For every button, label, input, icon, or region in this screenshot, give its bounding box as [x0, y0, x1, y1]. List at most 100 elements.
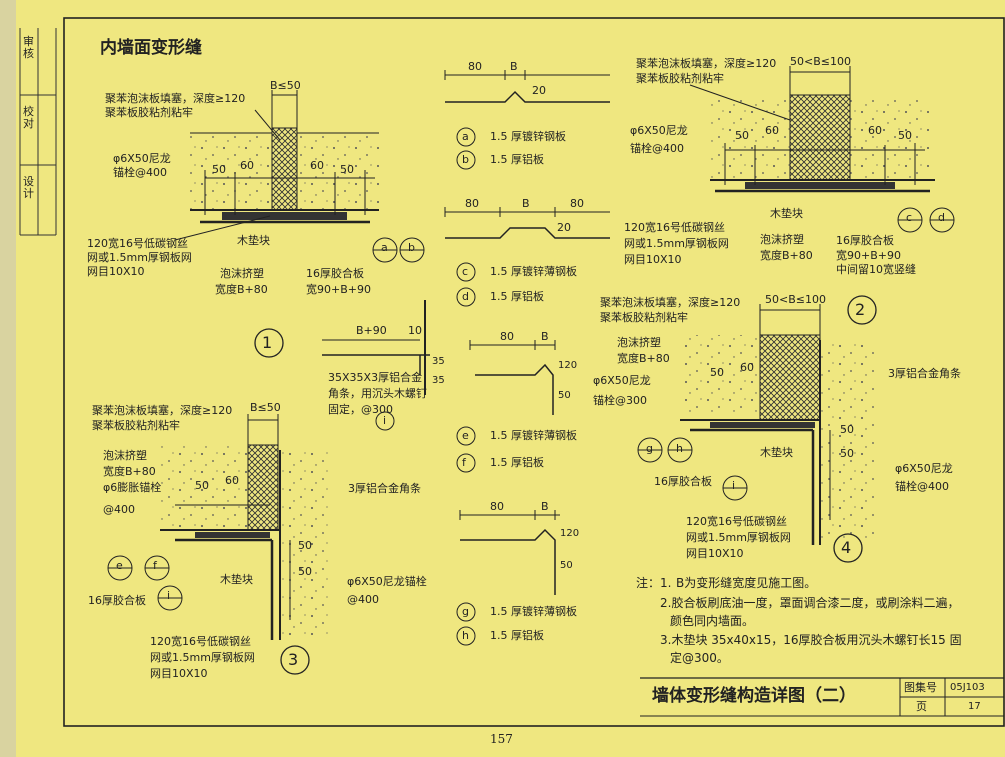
profile-ef-drawing [456, 340, 556, 473]
d1-dim-gap: B≤50 [270, 79, 301, 92]
d3-angle: 3厚铝合金角条 [348, 482, 421, 495]
pi-dim4: 35 [432, 375, 445, 386]
d2-board: 16厚胶合板 [836, 234, 894, 247]
note-3: 3.木垫块 35x40x15，16厚胶合板用沉头木螺钉长15 固 [660, 633, 962, 647]
profile-gh-drawing [456, 510, 560, 646]
d4-ref-i: i [732, 479, 736, 492]
side-label-check: 校对 [23, 105, 34, 130]
d2-foam: 泡沫挤塑 [760, 233, 804, 246]
pgh-dim1: 80 [490, 500, 504, 513]
page-number: 157 [490, 732, 513, 746]
pef-ref-f: f [462, 456, 466, 469]
d4-callout2: 聚苯板胶粘剂粘牢 [600, 311, 688, 324]
d4-angle: 3厚铝合金角条 [888, 367, 961, 380]
d2-mesh: 120宽16号低碳钢丝 [624, 221, 725, 234]
d2-wood: 木垫块 [770, 207, 803, 220]
pcd-dim4: 20 [557, 221, 571, 234]
d4-board: 16厚胶合板 [654, 475, 712, 488]
d1-dim-50a: 50 [212, 163, 226, 176]
pab-dim2: B [510, 60, 518, 73]
d1-anchor: φ6X50尼龙 [113, 152, 171, 165]
detail-4-drawing [637, 304, 875, 563]
d4-wood: 木垫块 [760, 446, 793, 459]
d2-dim-50a: 50 [735, 129, 749, 142]
d3-foam: 泡沫挤塑 [103, 449, 147, 462]
d1-dim-60a: 60 [240, 159, 254, 172]
pi-ref: i [383, 414, 387, 427]
profile-ab-drawing [444, 70, 610, 170]
d1-callout: 聚苯泡沫板填塞，深度≥120 [105, 92, 246, 105]
note-3b: 定@300。 [670, 651, 729, 665]
d1-anchor2: 锚栓@400 [113, 166, 167, 179]
d3-wood: 木垫块 [220, 573, 253, 586]
side-label-design: 设计 [23, 175, 34, 200]
pef-ref-e: e [462, 429, 469, 442]
d3-mesh: 120宽16号低碳钢丝 [150, 635, 251, 648]
pab-dim3: 20 [532, 84, 546, 97]
pab-ref-a: a [462, 130, 469, 143]
d3-anchor2: @400 [347, 593, 379, 606]
d1-wood: 木垫块 [237, 234, 270, 247]
d1-mesh2: 网或1.5mm厚钢板网 [87, 251, 192, 264]
pab-label-b: 1.5 厚铝板 [490, 153, 544, 166]
drawing-frame [63, 17, 1005, 727]
pgh-dim4: 50 [560, 560, 573, 571]
note-2b: 颜色同内墙面。 [670, 614, 755, 628]
d2-anchor: φ6X50尼龙 [630, 124, 688, 137]
d4-dim-50: 50 [710, 366, 724, 379]
pef-label-e: 1.5 厚镀锌薄钢板 [490, 429, 577, 442]
detail-3-drawing [107, 414, 330, 675]
d1-mesh3: 网目10X10 [87, 265, 145, 278]
d3-bolt2: @400 [103, 503, 135, 516]
d4-dim-gap: 50<B≤100 [765, 293, 826, 306]
pef-dim4: 50 [558, 390, 571, 401]
d1-board: 16厚胶合板 [306, 267, 364, 280]
title-block [640, 677, 1004, 717]
d4-callout: 聚苯泡沫板填塞，深度≥120 [600, 296, 741, 309]
pcd-ref-d: d [462, 290, 469, 303]
d3-foam2: 宽度B+80 [103, 465, 156, 478]
pi-label3: 固定，@300 [328, 403, 393, 416]
d3-bolt: φ6膨胀锚栓 [103, 481, 162, 494]
d2-foam2: 宽度B+80 [760, 249, 813, 262]
pef-dim3: 120 [558, 360, 578, 371]
d3-ref-i: i [167, 589, 171, 602]
d2-dim-60a: 60 [765, 124, 779, 137]
pgh-ref-h: h [462, 629, 469, 642]
d2-ref-d: d [938, 211, 945, 224]
drawing-title: 墙体变形缝构造详图（二） [652, 686, 856, 706]
d3-ref-e: e [116, 559, 123, 572]
d3-board: 16厚胶合板 [88, 594, 146, 607]
d2-dim-gap: 50<B≤100 [790, 55, 851, 68]
pab-label-a: 1.5 厚镀锌钢板 [490, 130, 566, 143]
d2-dim-60b: 60 [868, 124, 882, 137]
d4-ref-g: g [646, 442, 653, 455]
page-label: 页 [916, 700, 927, 713]
d2-number: 2 [855, 300, 866, 319]
d1-foam: 泡沫挤塑 [220, 267, 264, 280]
d3-anchor: φ6X50尼龙锚栓 [347, 575, 427, 588]
pgh-label-h: 1.5 厚铝板 [490, 629, 544, 642]
d1-foam2: 宽度B+80 [215, 283, 268, 296]
d2-board2: 宽90+B+90 [836, 249, 901, 262]
d1-ref-b: b [408, 241, 415, 254]
d2-board3: 中间留10宽竖缝 [836, 263, 916, 276]
pi-label: 35X35X3厚铝合金 [328, 371, 423, 384]
pcd-dim1: 80 [465, 197, 479, 210]
d4-dim-60: 60 [740, 361, 754, 374]
d2-dim-50b: 50 [898, 129, 912, 142]
d4-foam: 泡沫挤塑 [617, 336, 661, 349]
notes-head: 注：1. [636, 576, 672, 590]
d2-mesh3: 网目10X10 [624, 253, 682, 266]
d4-foam2: 宽度B+80 [617, 352, 670, 365]
d4-anchor3: φ6X50尼龙 [895, 462, 953, 475]
note-2: 2.胶合板刷底油一度，罩面调合漆二度，或刷涂料二遍， [660, 596, 960, 610]
d4-mesh3: 网目10X10 [686, 547, 744, 560]
page-value: 17 [968, 701, 981, 712]
d2-callout2: 聚苯板胶粘剂粘牢 [636, 72, 724, 85]
d3-dim-50v: 50 [298, 539, 312, 552]
pgh-ref-g: g [462, 605, 469, 618]
detail-1-drawing [174, 90, 425, 358]
